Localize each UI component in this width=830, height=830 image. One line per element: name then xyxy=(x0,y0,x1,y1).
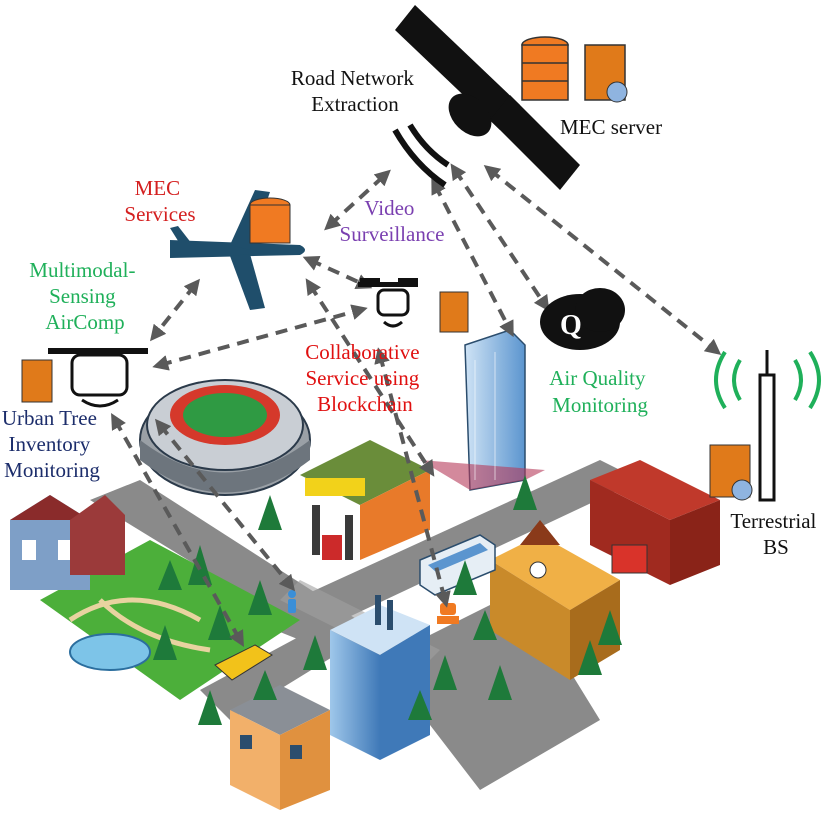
gas-station xyxy=(300,440,430,560)
apartment-building xyxy=(230,685,330,810)
video-surveillance-label: Video Surveillance xyxy=(340,196,445,246)
collaborative-label: Collaborative Service using Blockchain xyxy=(305,340,425,416)
tower-icon xyxy=(709,350,821,502)
drone-icon-center xyxy=(358,278,469,333)
urban-tree-label: Urban Tree Inventory Monitoring xyxy=(2,406,102,482)
cloud-icon: Q xyxy=(540,288,625,350)
road-network-label: Road Network Extraction xyxy=(291,66,419,116)
communication-links xyxy=(111,163,722,647)
mec-services-label: MEC Services xyxy=(124,176,195,226)
robot-icon xyxy=(437,603,459,624)
mec-server-icon xyxy=(521,36,628,103)
stadium xyxy=(139,379,311,496)
drone-icon-left xyxy=(21,348,148,408)
skyscraper xyxy=(420,329,545,491)
airplane-icon xyxy=(170,190,305,310)
school-building xyxy=(490,520,620,680)
terrestrial-bs-label: Terrestrial BS xyxy=(730,509,821,559)
mec-server-label: MEC server xyxy=(560,115,662,139)
cloud-badge: Q xyxy=(560,310,582,341)
fire-station xyxy=(590,460,720,585)
taxi xyxy=(214,644,273,681)
air-quality-label: Air Quality Monitoring xyxy=(549,366,650,417)
pedestrian-icon xyxy=(288,590,296,613)
office-building xyxy=(330,595,430,760)
satellite-icon xyxy=(392,5,580,190)
multimodal-label: Multimodal- Sensing AirComp xyxy=(29,258,140,334)
